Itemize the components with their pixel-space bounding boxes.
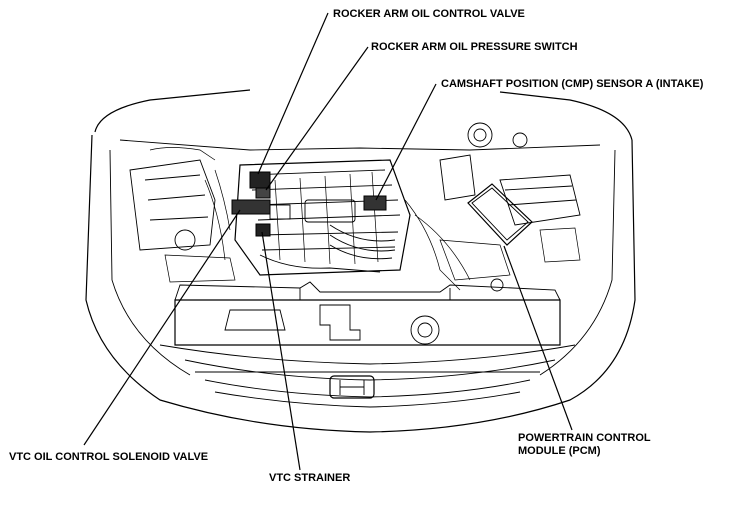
highlighted-components (231, 171, 387, 237)
leader-pcm (503, 245, 573, 431)
leader-vtc-oil-control-solenoid (83, 209, 241, 446)
left-components (129, 147, 236, 283)
label-rocker-arm-oil-pressure-switch: ROCKER ARM OIL PRESSURE SWITCH (371, 41, 578, 53)
leader-vtc-strainer (261, 231, 301, 471)
radiator-support (174, 281, 561, 345)
label-cmp-sensor: CAMSHAFT POSITION (CMP) SENSOR A (INTAKE… (441, 78, 704, 90)
label-pcm-line1: POWERTRAIN CONTROL (518, 432, 651, 444)
vehicle-outline (85, 89, 636, 433)
label-vtc-strainer: VTC STRAINER (269, 472, 351, 484)
leader-cmp-sensor (375, 83, 437, 201)
pcm-module (467, 183, 533, 246)
leader-lines (83, 12, 573, 471)
leader-rocker-arm-oil-pressure-switch (265, 46, 369, 191)
label-vtc-oil-control-solenoid-valve: VTC OIL CONTROL SOLENOID VALVE (9, 451, 209, 463)
label-pcm-line2: MODULE (PCM) (518, 445, 601, 457)
label-rocker-arm-oil-control-valve: ROCKER ARM OIL CONTROL VALVE (333, 8, 525, 20)
leader-rocker-arm-oil-control-valve (257, 12, 329, 175)
right-components (404, 122, 581, 292)
